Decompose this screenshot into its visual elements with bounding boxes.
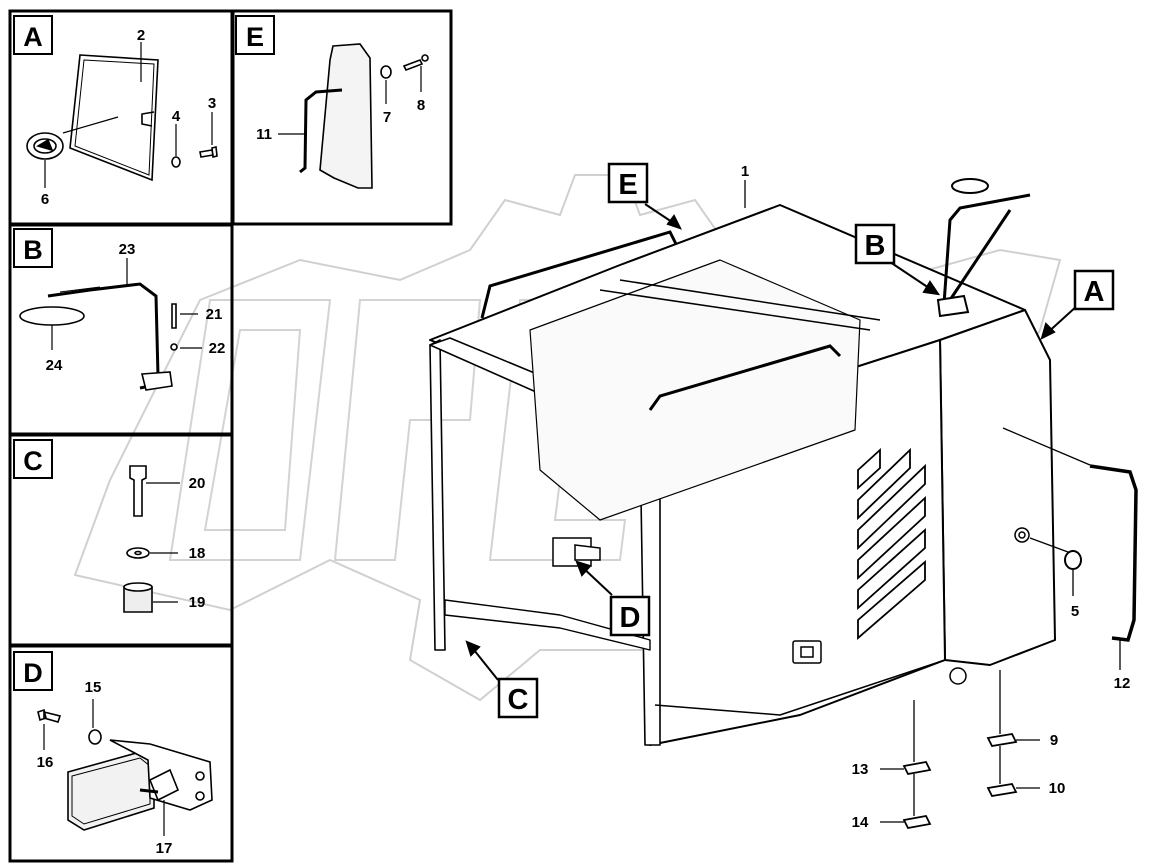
mount-plate [140, 371, 173, 391]
grab-handle [299, 88, 343, 174]
panel-a-label: A [23, 22, 43, 52]
glass-panel [69, 54, 159, 182]
roof-rail-front [480, 230, 678, 319]
cab-rear-panel [939, 309, 1056, 666]
seal-part [171, 156, 181, 168]
main-callout-b: B [865, 230, 886, 262]
panel-e-drawing [299, 43, 429, 189]
label-12: 12 [1114, 675, 1131, 692]
cab-body [429, 204, 1056, 746]
panel-b-leaders [51, 258, 202, 350]
washer-d [88, 729, 102, 745]
panel-e-label: E [246, 22, 264, 52]
label-5: 5 [1071, 603, 1079, 620]
callout-arrows [465, 203, 1079, 681]
floor-pads [902, 733, 1018, 830]
panel-a-leaders [44, 42, 213, 188]
label-3: 3 [208, 95, 216, 112]
washer-e [380, 65, 392, 79]
main-callout-e: E [618, 169, 637, 201]
side-post [319, 43, 373, 189]
panel-c-label: C [23, 446, 43, 476]
label-23: 23 [119, 241, 136, 258]
front-left-pillar [429, 339, 446, 651]
panel-b-drawing [19, 282, 178, 391]
main-callout-d: D [620, 602, 641, 634]
panel-c-leaders [146, 482, 180, 603]
roof-rail-rear [648, 344, 842, 411]
label-19: 19 [189, 594, 206, 611]
bolt-c [129, 465, 147, 517]
label-8: 8 [417, 97, 425, 114]
main-callout-c: C [508, 684, 529, 716]
label-14: 14 [852, 814, 869, 831]
panel-d-label: D [23, 658, 43, 688]
bolt-part [199, 146, 218, 158]
label-7: 7 [383, 109, 391, 126]
label-20: 20 [189, 475, 206, 492]
label-24: 24 [46, 357, 63, 374]
main-leaders [744, 180, 1121, 823]
panel-d-leaders [43, 699, 165, 836]
panel-d-frame [8, 644, 234, 863]
label-1: 1 [741, 163, 749, 180]
panel-b-label: B [23, 235, 43, 265]
screw-e [402, 58, 424, 72]
panel-frames [8, 9, 453, 863]
rear-handle-12 [1089, 464, 1138, 642]
label-9: 9 [1050, 732, 1058, 749]
panel-d-drawing [37, 708, 213, 831]
label-22: 22 [209, 340, 226, 357]
label-16: 16 [37, 754, 54, 771]
main-callout-boxes [497, 162, 1115, 719]
label-10: 10 [1049, 780, 1066, 797]
label-2: 2 [137, 27, 145, 44]
fuel-cap [949, 667, 967, 685]
panel-a-drawing [26, 54, 218, 182]
mirror-b [19, 306, 85, 326]
label-13: 13 [852, 761, 869, 778]
bolt-d [37, 708, 62, 723]
label-4: 4 [172, 108, 181, 125]
grommet-5 [1064, 550, 1082, 570]
label-11: 11 [256, 126, 272, 143]
panel-e-leaders [278, 66, 422, 135]
panel-letter-boxes [13, 15, 275, 691]
label-18: 18 [189, 545, 206, 562]
panel-e-frame [231, 9, 453, 226]
bolt-b [171, 303, 177, 329]
label-17: 17 [156, 840, 173, 857]
side-vent-louvres [857, 447, 926, 640]
roof-mirror-arm [936, 178, 1031, 318]
label-15: 15 [85, 679, 102, 696]
main-callout-a: A [1084, 276, 1105, 308]
label-21: 21 [206, 306, 223, 323]
panel-c-drawing [123, 465, 153, 613]
roof-rails [480, 230, 881, 411]
label-6: 6 [41, 191, 49, 208]
cab-details [552, 527, 1030, 685]
